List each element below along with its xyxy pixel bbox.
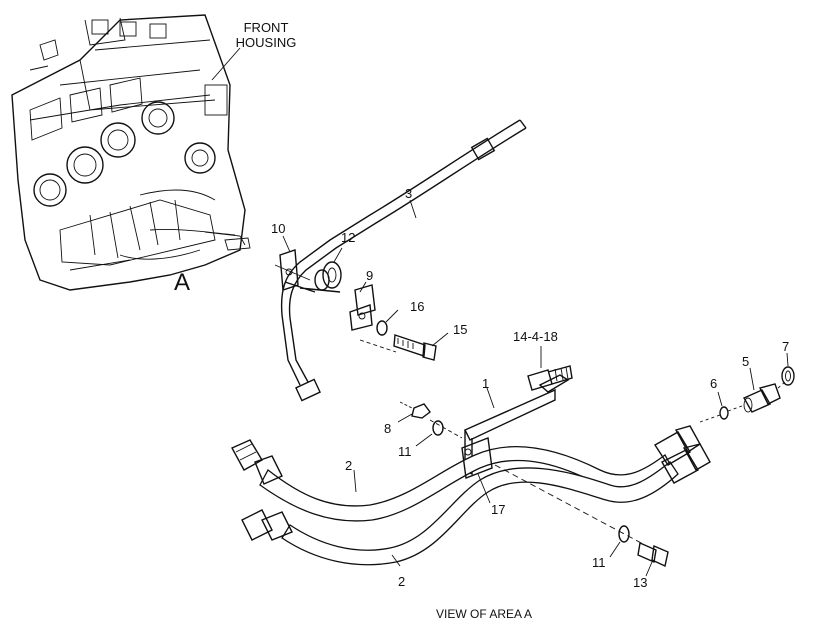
callout-16: 16 xyxy=(410,299,424,314)
tube-assembly-3 xyxy=(280,119,527,402)
callout-8: 8 xyxy=(384,421,391,436)
callout-11-upper: 11 xyxy=(398,444,412,459)
callout-10: 10 xyxy=(271,221,285,236)
callout-1: 1 xyxy=(482,376,489,391)
callout-14-4-18: 14-4-18 xyxy=(513,329,558,344)
washer-16 xyxy=(376,320,388,336)
callout-2-lower: 2 xyxy=(398,574,405,589)
front-housing-leader xyxy=(211,47,241,81)
adapter-5 xyxy=(743,383,781,413)
hose-end-fittings xyxy=(654,425,711,484)
front-housing-label-line1: FRONT xyxy=(244,20,289,35)
bolt-13 xyxy=(637,541,669,568)
callout-2-upper: 2 xyxy=(345,458,352,473)
o-ring-7 xyxy=(781,366,795,386)
engine-block-illustration xyxy=(11,14,251,291)
washer-11-lower xyxy=(618,525,630,543)
area-a-label: A xyxy=(174,269,190,296)
stud-14-4-18 xyxy=(527,365,573,391)
grommet-12 xyxy=(314,261,342,291)
washer-11-upper xyxy=(432,420,444,436)
diagram-caption: VIEW OF AREA A xyxy=(436,607,532,621)
callout-11-lower: 11 xyxy=(592,555,606,570)
callout-12: 12 xyxy=(341,230,355,245)
bolt-13-leader-dashed xyxy=(494,464,646,546)
leader-lines xyxy=(282,199,789,577)
callout-15: 15 xyxy=(453,322,467,337)
callout-7: 7 xyxy=(782,339,789,354)
callout-9: 9 xyxy=(366,268,373,283)
callout-3: 3 xyxy=(405,186,412,201)
bolt-15 xyxy=(393,334,437,361)
callout-17: 17 xyxy=(491,502,505,517)
clamp-17 xyxy=(461,437,493,479)
nut-8 xyxy=(399,401,431,419)
callout-13: 13 xyxy=(633,575,647,590)
callout-6: 6 xyxy=(710,376,717,391)
fitting-6 xyxy=(719,406,729,420)
hose-assembly-lower xyxy=(241,461,679,566)
clip-9 xyxy=(349,284,376,331)
callout-5: 5 xyxy=(742,354,749,369)
front-housing-label-line2: HOUSING xyxy=(236,35,297,50)
